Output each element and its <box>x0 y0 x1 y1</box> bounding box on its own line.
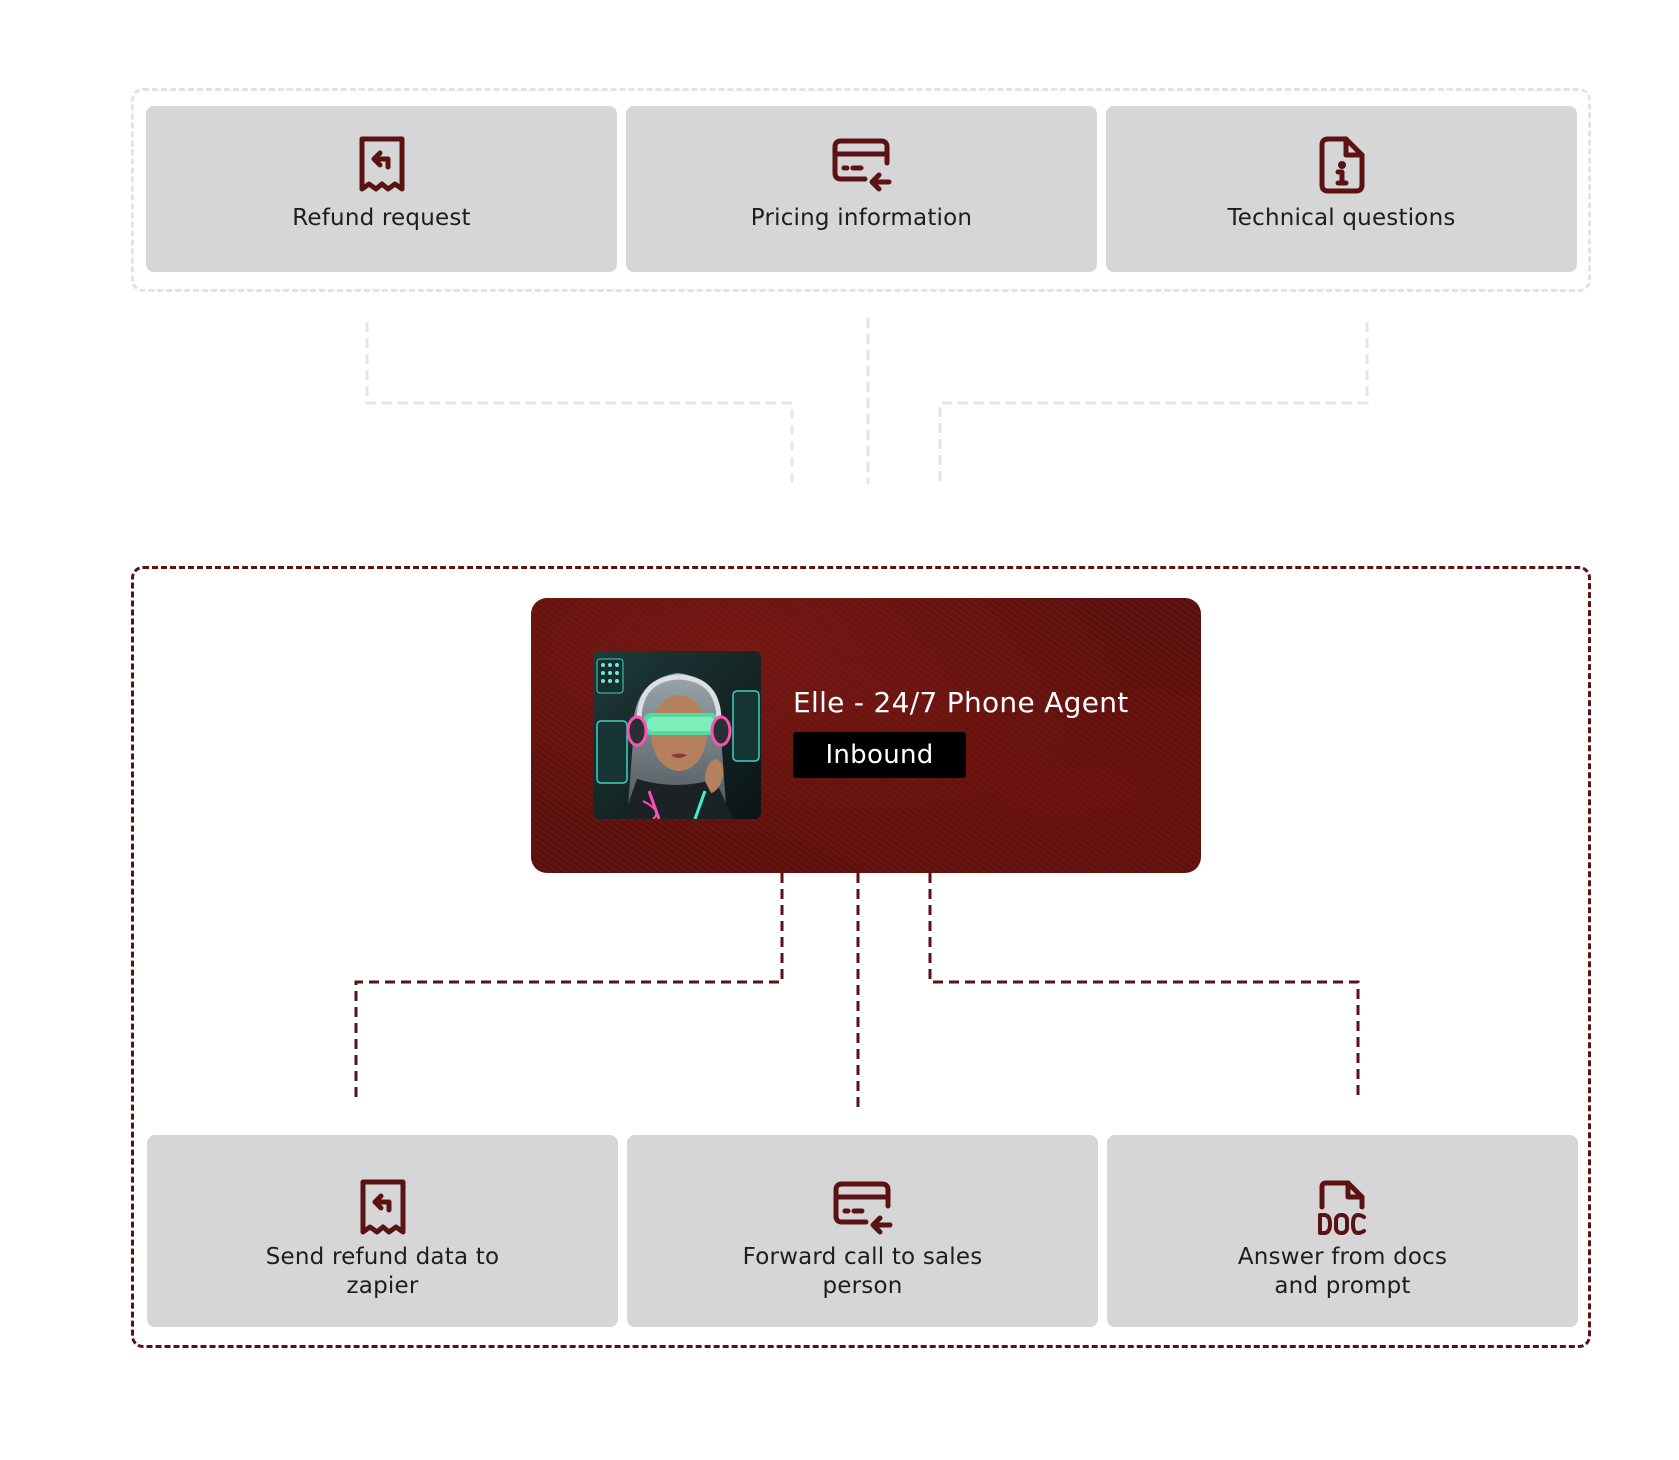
action-label: Answer from docs and prompt <box>1237 1244 1448 1299</box>
agent-avatar <box>593 651 761 819</box>
receipt-refund-icon <box>352 1177 414 1239</box>
credit-card-incoming-icon <box>831 134 893 196</box>
agent-name: Elle - 24/7 Phone Agent <box>793 686 1129 719</box>
credit-card-incoming-icon <box>832 1177 894 1239</box>
connector-refund-to-agent <box>365 322 794 484</box>
trigger-card-technical[interactable]: Technical questions <box>1106 106 1577 272</box>
connector-technical-to-agent <box>938 322 1369 484</box>
file-doc-icon <box>1312 1177 1374 1239</box>
trigger-card-refund[interactable]: Refund request <box>146 106 617 272</box>
action-label: Send refund data to zapier <box>265 1244 500 1299</box>
trigger-label: Pricing information <box>750 205 973 231</box>
file-info-icon <box>1311 134 1373 196</box>
receipt-refund-icon <box>351 134 413 196</box>
trigger-group <box>131 88 1591 292</box>
action-card-forward[interactable]: Forward call to sales person <box>627 1135 1098 1327</box>
action-card-refund[interactable]: Send refund data to zapier <box>147 1135 618 1327</box>
action-card-docs[interactable]: Answer from docs and prompt <box>1107 1135 1578 1327</box>
action-label: Forward call to sales person <box>742 1244 983 1299</box>
trigger-card-pricing[interactable]: Pricing information <box>626 106 1097 272</box>
agent-card[interactable]: Elle - 24/7 Phone Agent Inbound <box>531 598 1201 873</box>
trigger-label: Technical questions <box>1227 205 1456 231</box>
agent-type-badge: Inbound <box>793 732 966 778</box>
agent-group <box>131 566 1591 1348</box>
trigger-label: Refund request <box>292 205 471 231</box>
